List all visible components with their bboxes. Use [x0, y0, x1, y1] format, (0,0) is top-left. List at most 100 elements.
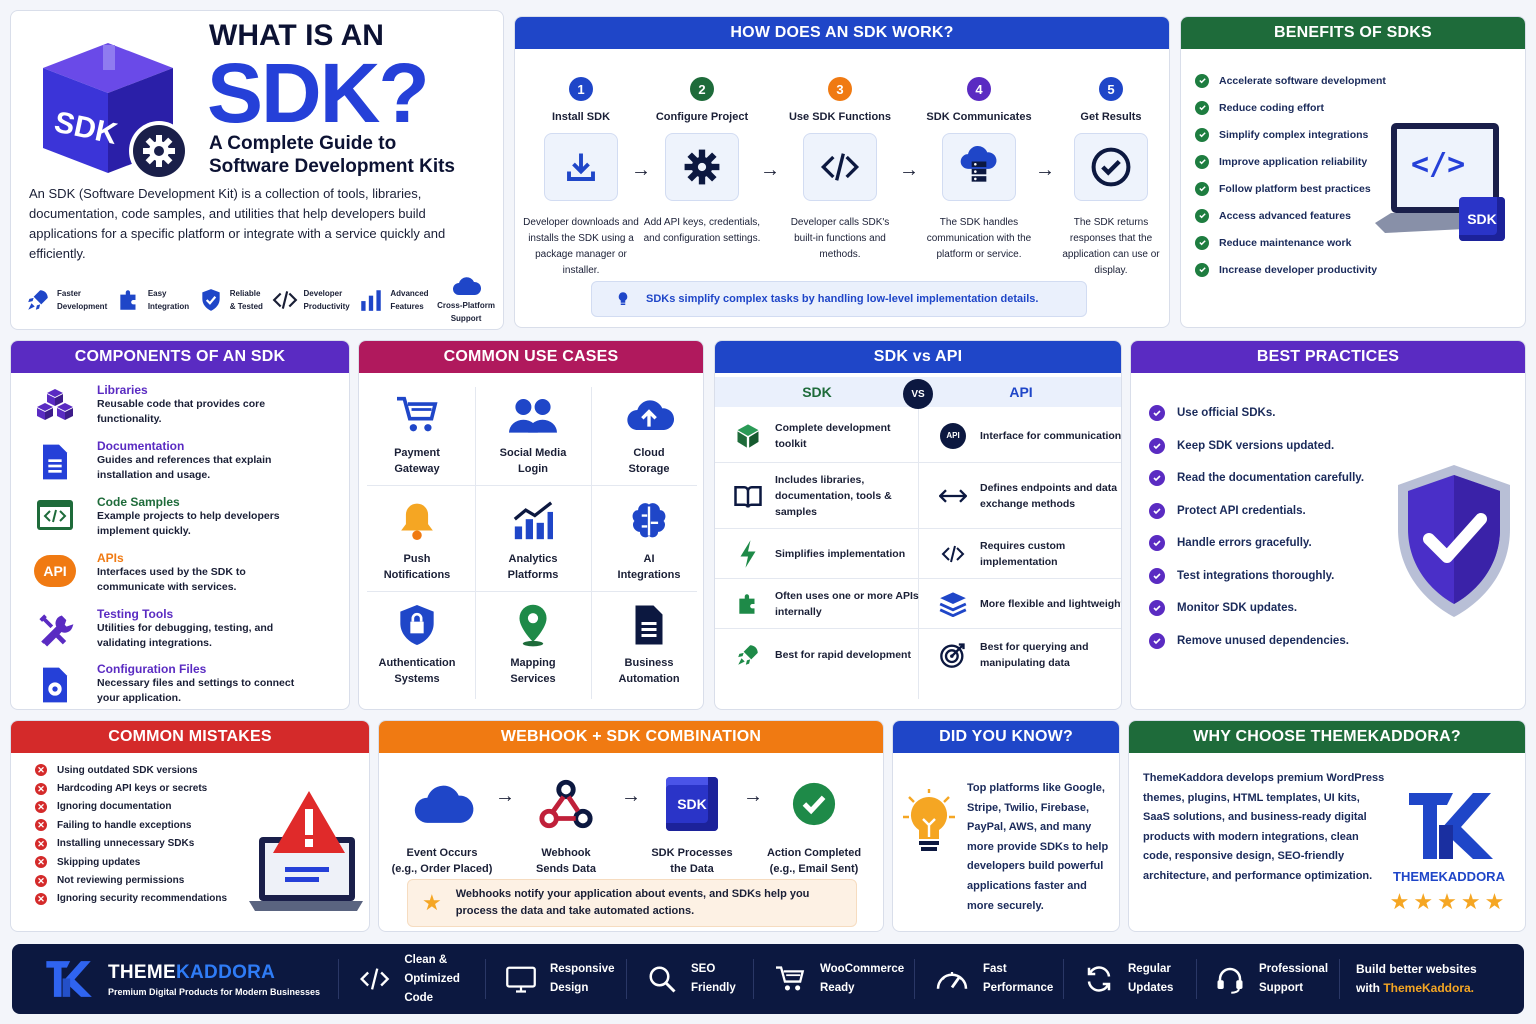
lightbulb-icon: [618, 292, 628, 305]
list-item: ✕Not reviewing permissions: [35, 871, 227, 889]
download-icon: [567, 153, 595, 181]
step-title: Use SDK Functions: [788, 111, 892, 123]
component-desc: Interfaces used by the SDK to communicat…: [97, 566, 246, 593]
how-tip: SDKs simplify complex tasks by handling …: [591, 281, 1087, 317]
code-icon: [941, 545, 965, 562]
vs-row: Includes libraries, documentation, tools…: [715, 463, 1121, 529]
themekaddora-logo: [1401, 789, 1497, 863]
step-desc: Developer calls SDK's built-in functions…: [790, 217, 890, 260]
laptop-illustration: </> SDK: [1375, 123, 1505, 253]
code-icon: [360, 968, 390, 990]
check-icon: [1195, 208, 1209, 223]
themekaddora-logo: [46, 961, 92, 997]
x-icon: ✕: [35, 856, 47, 869]
component-desc: Example projects to help developers impl…: [97, 510, 280, 537]
x-icon: ✕: [35, 819, 47, 832]
step-4: 4 SDK Communicates The SDK handles commu…: [919, 77, 1039, 263]
list-item: Improve application reliability: [1195, 148, 1386, 175]
sdk-cube-icon: SDK: [666, 777, 718, 831]
code-icon: [272, 291, 297, 309]
step-title: Configure Project: [655, 111, 749, 123]
component-desc: Necessary files and settings to connect …: [97, 677, 295, 704]
list-item: Accelerate software development: [1195, 67, 1386, 94]
how-header: HOW DOES AN SDK WORK?: [515, 17, 1169, 49]
check-icon: [1195, 154, 1209, 169]
api-gear-icon: API: [940, 422, 966, 449]
know-card: DID YOU KNOW? Top platforms like Google,…: [892, 720, 1120, 932]
webhook-step-event: Event Occurs(e.g., Order Placed): [387, 771, 497, 877]
footer-bar: THEMEKADDORA Premium Digital Products fo…: [12, 944, 1524, 1014]
step-title: SDK Communicates: [926, 111, 1032, 123]
vs-card: SDK vs API SDK API VS Complete developme…: [714, 340, 1122, 710]
api-column-label: API: [1009, 384, 1033, 400]
list-item: Reduce coding effort: [1195, 94, 1386, 121]
sdk-cube-icon: SDK: [1459, 197, 1505, 241]
footer-item-clean-code: Clean &Optimized Code: [339, 951, 485, 1008]
cart-icon: [776, 966, 805, 991]
benefits-header: BENEFITS OF SDKS: [1181, 17, 1525, 49]
arrow-icon: →: [1035, 159, 1055, 181]
search-icon: [649, 966, 676, 993]
step-2: 2 Configure Project Add API keys, creden…: [642, 77, 762, 247]
brain-icon: [632, 503, 666, 538]
best-card: BEST PRACTICES Use official SDKs. Keep S…: [1130, 340, 1526, 710]
check-icon: [1149, 470, 1165, 487]
list-item: Follow platform best practices: [1195, 175, 1386, 202]
step-desc: Developer downloads and installs the SDK…: [523, 217, 639, 276]
check-icon: [1149, 405, 1165, 422]
vs-badge: VS: [903, 379, 933, 409]
list-item: ✕Skipping updates: [35, 853, 227, 871]
list-item: Simplify complex integrations: [1195, 121, 1386, 148]
check-circle-icon: [1091, 147, 1131, 187]
speedometer-icon: [936, 972, 968, 989]
star-icon: ★: [1460, 889, 1485, 914]
check-icon: [1149, 567, 1165, 584]
component-desc: Guides and references that explain insta…: [97, 454, 272, 481]
how-card: HOW DOES AN SDK WORK? 1 Install SDK Deve…: [514, 16, 1170, 328]
step-3: 3 Use SDK Functions Developer calls SDK'…: [780, 77, 900, 263]
step-number: 2: [690, 77, 714, 101]
step-desc: Add API keys, credentials, and configura…: [643, 217, 761, 244]
document-icon: [43, 444, 67, 480]
step-number: 1: [569, 77, 593, 101]
component-title: Libraries: [97, 383, 148, 397]
x-icon: ✕: [35, 800, 47, 813]
component-title: APIs: [97, 551, 124, 565]
check-icon: [1149, 502, 1165, 519]
laptop-code-text: </>: [1411, 147, 1466, 182]
gear-icon: [684, 149, 720, 185]
hero-subtitle-1: A Complete Guide to: [209, 133, 397, 154]
list-item: Test integrations thoroughly.: [1149, 560, 1364, 593]
webhook-card: WEBHOOK + SDK COMBINATION Event Occurs(e…: [378, 720, 884, 932]
list-item: ✕Hardcoding API keys or secrets: [35, 779, 227, 797]
code-icon: [820, 153, 860, 181]
rocket-icon: [738, 645, 758, 665]
sdk-column-label: SDK: [802, 384, 832, 400]
components-header: COMPONENTS OF AN SDK: [11, 341, 349, 373]
star-icon: ★: [1413, 889, 1438, 914]
why-header: WHY CHOOSE THEMEKADDORA?: [1129, 721, 1525, 753]
check-icon: [1195, 181, 1209, 196]
why-card: WHY CHOOSE THEMEKADDORA? ThemeKaddora de…: [1128, 720, 1526, 932]
list-item: Reduce maintenance work: [1195, 229, 1386, 256]
component-desc: Reusable code that provides core functio…: [97, 398, 266, 425]
